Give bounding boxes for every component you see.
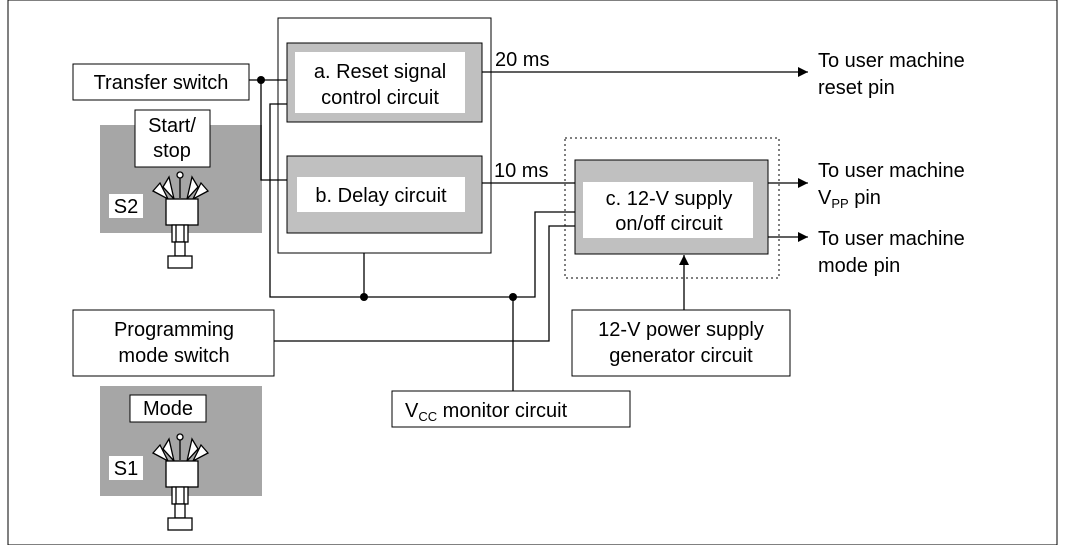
start-stop-label-line1: Start/ — [148, 115, 196, 137]
reset-pin-label-line2: reset pin — [818, 77, 895, 99]
programming-mode-switch-box — [72, 309, 275, 377]
s2-label: S2 — [114, 196, 138, 218]
mode-pin-label-line1: To user machine — [818, 228, 965, 250]
toggle-switch-icon — [151, 171, 210, 269]
delay-circuit-label: b. Delay circuit — [315, 185, 447, 207]
programming-switch-label-line2: mode switch — [118, 345, 229, 367]
junction-dot — [257, 76, 265, 84]
start-stop-label-box — [134, 109, 211, 168]
wires — [249, 67, 808, 391]
transfer-switch-box — [72, 63, 250, 101]
wire-bus-to-supply — [513, 211, 575, 298]
s1-label: S1 — [114, 458, 138, 480]
vcc-monitor-label: VCC monitor circuit — [405, 400, 568, 424]
start-stop-switch-s2: Start/ stop S2 — [100, 109, 262, 269]
power-generator-label-line1: 12-V power supply — [598, 319, 764, 341]
supply-dotted-enclosure — [564, 137, 780, 279]
supply-circuit-inner — [583, 182, 753, 238]
start-stop-label-line2: stop — [153, 140, 191, 162]
reset-circuit-label-line2: control circuit — [321, 87, 439, 109]
transfer-switch-block: Transfer switch — [72, 63, 250, 101]
mode-pin-label-line2: mode pin — [818, 255, 900, 277]
reset-pin-label-line1: To user machine — [818, 50, 965, 72]
power-supply-generator-block: 12-V power supply generator circuit — [571, 309, 791, 377]
outer-frame — [7, 0, 1058, 545]
delay-circuit-inner — [297, 177, 465, 212]
wire-loop-bottom — [269, 103, 513, 298]
reset-circuit-label-line1: a. Reset signal — [314, 61, 446, 83]
supply-onoff-circuit: c. 12-V supply on/off circuit — [574, 159, 769, 255]
vcc-monitor-box — [391, 390, 631, 428]
s1-label-box — [109, 456, 143, 480]
supply-circuit-label-line2: on/off circuit — [615, 213, 723, 235]
transfer-switch-label: Transfer switch — [94, 72, 229, 94]
vpp-pin-label-line2: VPP pin — [818, 187, 881, 211]
mode-label-box — [129, 394, 207, 423]
mode-switch-s1: Mode S1 — [100, 386, 262, 531]
wire-prog-to-supply — [274, 225, 575, 342]
junction-dot — [509, 293, 517, 301]
power-generator-label-line2: generator circuit — [609, 345, 753, 367]
vcc-monitor-block: VCC monitor circuit — [391, 390, 631, 428]
wire-transfer-to-delay — [260, 80, 287, 181]
timing-20ms-label: 20 ms — [495, 49, 549, 71]
timing-10ms-label: 10 ms — [494, 160, 548, 182]
power-generator-box — [571, 309, 791, 377]
reset-circuit-inner — [295, 52, 465, 113]
supply-circuit-label-line1: c. 12-V supply — [606, 188, 733, 210]
s2-label-box — [109, 194, 143, 218]
toggle-switch-icon — [151, 433, 210, 531]
programming-mode-switch-block: Programming mode switch — [72, 309, 275, 377]
vpp-pin-label-line1: To user machine — [818, 160, 965, 182]
junction-dot — [360, 293, 368, 301]
programming-switch-label-line1: Programming — [114, 319, 234, 341]
delay-circuit: b. Delay circuit — [286, 155, 483, 234]
reset-signal-control-circuit: a. Reset signal control circuit — [286, 42, 483, 123]
mode-label: Mode — [143, 398, 193, 420]
